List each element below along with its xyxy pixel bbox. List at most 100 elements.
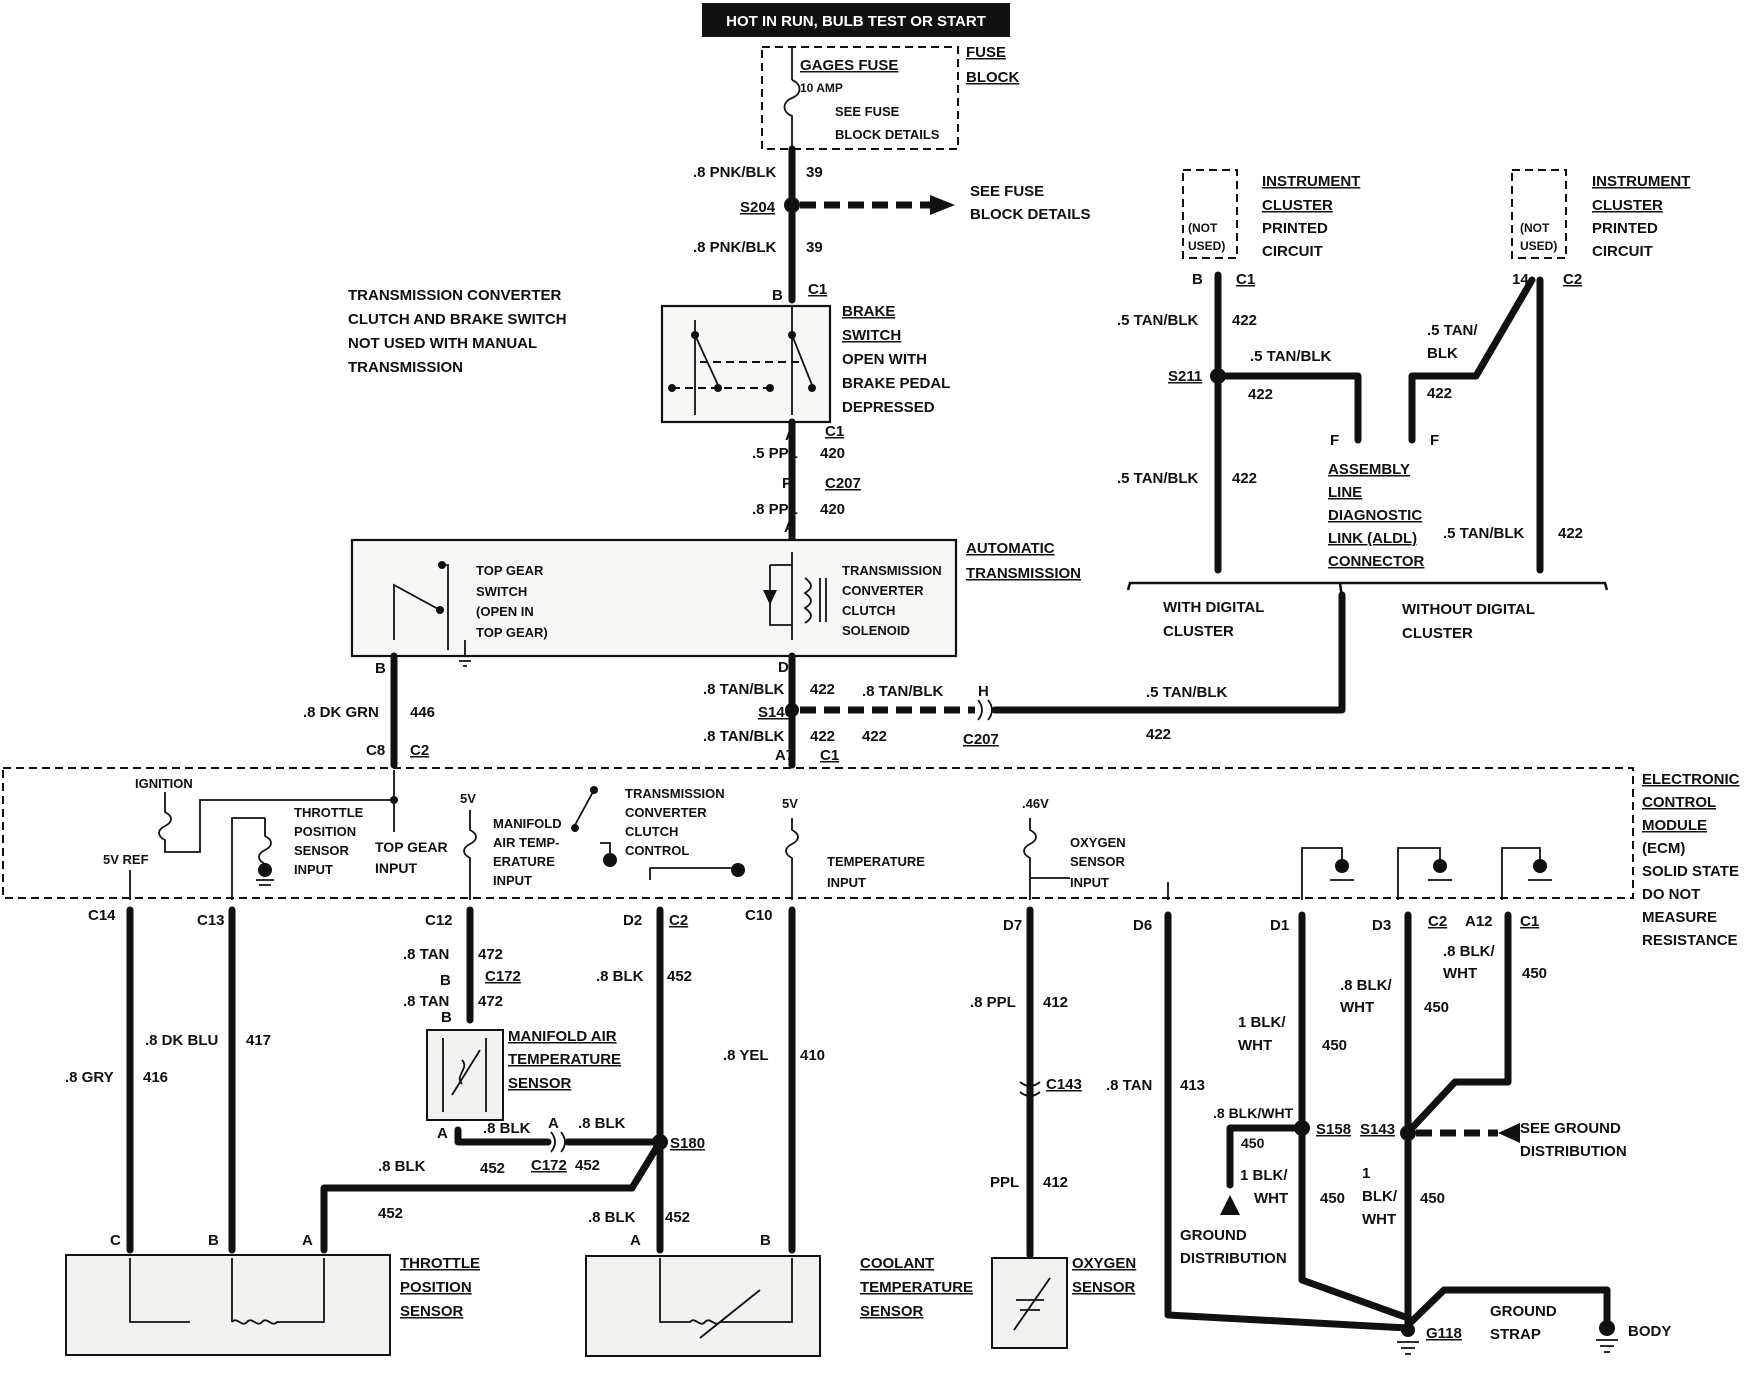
label-ground-strap-1: STRAP bbox=[1490, 1326, 1541, 1343]
label-ecm-mat_input-0: MANIFOLD bbox=[493, 816, 562, 831]
label-ecm-o2_input-0: OXYGEN bbox=[1070, 835, 1126, 850]
title-text: HOT IN RUN, BULB TEST OR START bbox=[726, 13, 986, 30]
wire-segment bbox=[463, 810, 477, 900]
label-labels-ppl: PPL bbox=[990, 1174, 1019, 1191]
label-ground-strap-0: GROUND bbox=[1490, 1303, 1557, 1320]
label-ecm-temp_input-0: TEMPERATURE bbox=[827, 854, 925, 869]
wire-segment bbox=[691, 331, 699, 339]
label-sensors-cts-0: COOLANT bbox=[860, 1255, 934, 1272]
label-ground-dist1-0: SEE GROUND bbox=[1520, 1120, 1621, 1137]
wire-segment bbox=[1397, 1341, 1419, 1355]
wire-segment bbox=[1533, 859, 1547, 873]
label-cluster_right-label-0: INSTRUMENT bbox=[1592, 173, 1690, 190]
label-labels-tan8c: .8 TAN bbox=[1106, 1077, 1152, 1094]
label-ecm-tps_input-2: SENSOR bbox=[294, 843, 350, 858]
label-labels-c1b: C1 bbox=[825, 423, 844, 440]
label-labels-c1d: C1 bbox=[1520, 913, 1539, 930]
label-ecm-label-4: SOLID STATE bbox=[1642, 863, 1739, 880]
wire-segment bbox=[574, 789, 611, 858]
label-sensors-tps-0: THROTTLE bbox=[400, 1255, 480, 1272]
label-ecm-label-5: DO NOT bbox=[1642, 886, 1700, 903]
fuse-note2: BLOCK DETAILS bbox=[835, 127, 940, 142]
label-cluster_left-label-3: CIRCUIT bbox=[1262, 243, 1323, 260]
label-labels-f1: F bbox=[1330, 432, 1339, 449]
label-labels-dkblu: .8 DK BLU bbox=[145, 1032, 218, 1049]
label-auto_trans-top_gear-2: (OPEN IN bbox=[476, 604, 534, 619]
wire-segment bbox=[258, 863, 272, 877]
label-brake_switch-4: DEPRESSED bbox=[842, 399, 935, 416]
wire-segment bbox=[1596, 1339, 1618, 1353]
label-labels-c2b: C2 bbox=[669, 912, 688, 929]
label-ecm-o2_input-2: INPUT bbox=[1070, 875, 1109, 890]
label-labels-n452b: 452 bbox=[575, 1157, 600, 1174]
label-labels-blk8a: .8 BLK bbox=[596, 968, 644, 985]
label-ecm-label-6: MEASURE bbox=[1642, 909, 1717, 926]
label-auto_trans-tcc-1: CONVERTER bbox=[842, 583, 924, 598]
label-labels-c1a: C1 bbox=[808, 281, 827, 298]
wire-segment bbox=[785, 818, 799, 900]
label-labels-c143: C143 bbox=[1046, 1076, 1082, 1093]
wire-segment bbox=[1498, 1123, 1520, 1143]
label-labels-c8: C8 bbox=[366, 742, 385, 759]
label-cluster_right-label-2: PRINTED bbox=[1592, 220, 1658, 237]
wire-segment bbox=[785, 703, 799, 717]
label-ecm-tps_input-0: THROTTLE bbox=[294, 805, 364, 820]
label-labels-tps_a: A bbox=[302, 1232, 313, 1249]
wire-segment bbox=[1294, 1120, 1310, 1136]
label-labels-blkwht4: .8 BLK/WHT bbox=[1213, 1105, 1294, 1121]
wire-segment bbox=[694, 334, 813, 386]
label-labels-wht3: WHT bbox=[1238, 1037, 1272, 1054]
wire-segment bbox=[672, 361, 800, 389]
label-labels-d_tcc: D bbox=[778, 659, 789, 676]
label-labels-c207b: C207 bbox=[963, 731, 999, 748]
label-ecm-tps_input-3: INPUT bbox=[294, 862, 333, 877]
label-ecm-tps_input-1: POSITION bbox=[294, 824, 356, 839]
label-brake_switch-0: BRAKE bbox=[842, 303, 895, 320]
label-labels-c12: C12 bbox=[425, 912, 453, 929]
label-labels-s158: S158 bbox=[1316, 1121, 1351, 1138]
title-banner bbox=[702, 3, 1010, 37]
label-aldl-2: DIAGNOSTIC bbox=[1328, 507, 1422, 524]
wire-segment bbox=[1335, 859, 1349, 873]
label-aldl-1: LINE bbox=[1328, 484, 1362, 501]
wire-segment bbox=[803, 577, 812, 624]
label-cluster_left-box-0: (NOT bbox=[1188, 221, 1218, 235]
label-labels-wht1: WHT bbox=[1443, 965, 1477, 982]
label-labels-wht2: WHT bbox=[1340, 999, 1374, 1016]
label-ecm-tcc_control-2: CLUTCH bbox=[625, 824, 678, 839]
label-labels-c10: C10 bbox=[745, 907, 773, 924]
label-labels-c1l: C1 bbox=[1236, 271, 1255, 288]
label-labels-d7: D7 bbox=[1003, 917, 1022, 934]
coolant-sensor bbox=[585, 1255, 821, 1357]
wire-segment bbox=[1338, 582, 1344, 599]
wire-segment bbox=[436, 606, 444, 614]
label-labels-s180: S180 bbox=[670, 1135, 705, 1152]
wire-segment bbox=[550, 1131, 566, 1153]
label-labels-c2a: C2 bbox=[410, 742, 429, 759]
label-labels-c1c: C1 bbox=[820, 747, 839, 764]
label-labels-wht6: WHT bbox=[1362, 1211, 1396, 1228]
label-auto_trans-tcc-2: CLUTCH bbox=[842, 603, 895, 618]
label-labels-n39b: 39 bbox=[806, 239, 823, 256]
fuse-name: GAGES FUSE bbox=[800, 57, 898, 74]
label-auto_trans-tcc-3: SOLENOID bbox=[842, 623, 910, 638]
label-ecm-five_v_a: 5V bbox=[460, 791, 476, 806]
label-ground-body: BODY bbox=[1628, 1323, 1671, 1340]
see-fuse-2: BLOCK DETAILS bbox=[970, 206, 1091, 223]
wire-segment bbox=[763, 590, 777, 605]
wire-segment bbox=[1599, 1320, 1615, 1336]
label-labels-n420a: 420 bbox=[820, 445, 845, 462]
wire-segment bbox=[1013, 1277, 1051, 1331]
label-cluster_left-label-1: CLUSTER bbox=[1262, 197, 1333, 214]
wire-segment bbox=[819, 578, 827, 622]
label-labels-n413: 413 bbox=[1180, 1077, 1205, 1094]
label-labels-d1: D1 bbox=[1270, 917, 1289, 934]
label-labels-n446: 446 bbox=[410, 704, 435, 721]
label-cluster_right-label-1: CLUSTER bbox=[1592, 197, 1663, 214]
wire-segment bbox=[129, 1258, 325, 1325]
label-labels-f2: F bbox=[1430, 432, 1439, 449]
label-ground-dist2-1: DISTRIBUTION bbox=[1180, 1250, 1287, 1267]
label-labels-tps_c: C bbox=[110, 1232, 121, 1249]
wire-segment bbox=[320, 1138, 664, 1254]
wire-segment bbox=[731, 863, 745, 877]
